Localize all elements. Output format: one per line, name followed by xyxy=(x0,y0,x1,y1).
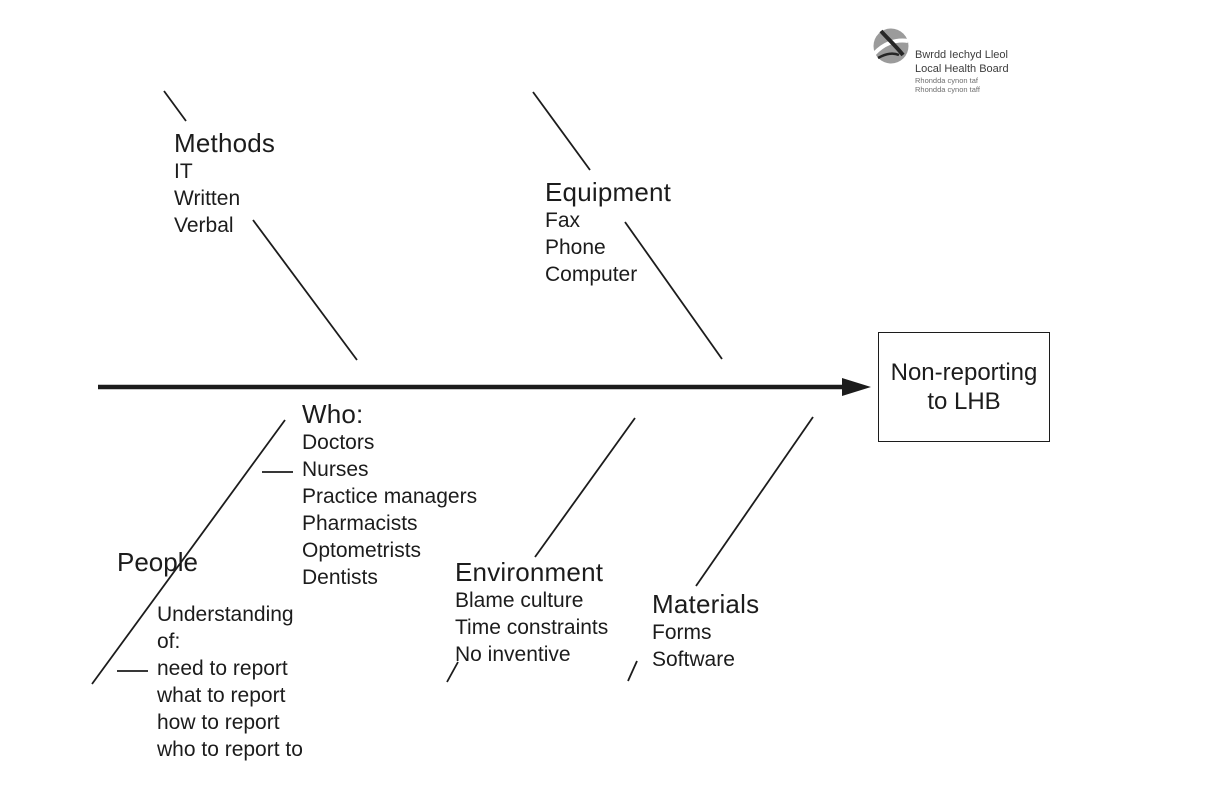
cause-item: Phone xyxy=(545,236,606,259)
cause-item: how to report xyxy=(157,711,280,734)
cause-item: Dentists xyxy=(302,566,378,589)
cause-item: Forms xyxy=(652,621,712,644)
cause-item: Pharmacists xyxy=(302,512,418,535)
cause-item: Optometrists xyxy=(302,539,422,562)
cause-item: Verbal xyxy=(174,214,234,237)
lhb-logo: Bwrdd Iechyd Lleol Local Health Board Rh… xyxy=(873,28,1009,94)
people-title: People xyxy=(117,547,198,577)
logo-name-welsh: Bwrdd Iechyd Lleol xyxy=(915,49,1008,61)
cause-item: what to report xyxy=(157,684,286,707)
people-subcauses: Understanding of: need to report what to… xyxy=(157,601,303,763)
cause-item: Doctors xyxy=(302,431,375,454)
cause-item: Understanding xyxy=(157,603,294,626)
cause-item: Written xyxy=(174,187,241,210)
cause-item: Practice managers xyxy=(302,485,478,508)
materials-title: Materials xyxy=(652,589,760,619)
environment-title: Environment xyxy=(455,557,604,587)
environment-branch-line xyxy=(534,417,636,558)
cause-item: Time constraints xyxy=(455,616,609,639)
cause-item: who to report to xyxy=(157,738,303,761)
environment-branch-tail-line xyxy=(446,661,459,683)
cause-item: No inventive xyxy=(455,643,571,666)
methods-branch-line-lower xyxy=(252,219,358,361)
people-items: Understanding of: need to report what to… xyxy=(157,601,303,763)
logo-subtitle-1: Rhondda cynon taf xyxy=(915,76,978,85)
who-items: Doctors Nurses Practice managers Pharmac… xyxy=(302,429,477,591)
materials-items: Forms Software xyxy=(652,619,759,673)
equipment-branch-line-lower xyxy=(624,221,723,360)
logo-subtitle-2: Rhondda cynon taff xyxy=(915,85,980,94)
effect-label-line2: to LHB xyxy=(927,388,1001,415)
spine-arrowhead-icon xyxy=(842,378,871,396)
effect-label-line1: Non-reporting xyxy=(890,359,1038,386)
who-title: Who: xyxy=(302,399,364,429)
materials-category: Materials Forms Software xyxy=(652,589,759,673)
materials-branch-line xyxy=(695,416,814,587)
cause-item: Fax xyxy=(545,209,581,232)
cause-item: Software xyxy=(652,648,735,671)
methods-category: Methods IT Written Verbal xyxy=(174,128,275,239)
cause-item: of: xyxy=(157,630,181,653)
equipment-title: Equipment xyxy=(545,177,672,207)
lhb-logo-text: Bwrdd Iechyd Lleol Local Health Board Rh… xyxy=(915,28,1009,94)
methods-items: IT Written Verbal xyxy=(174,158,275,239)
cause-item: Computer xyxy=(545,263,638,286)
materials-branch-tail-line xyxy=(627,660,638,682)
environment-items: Blame culture Time constraints No invent… xyxy=(455,587,608,668)
environment-category: Environment Blame culture Time constrain… xyxy=(455,557,608,668)
methods-title: Methods xyxy=(174,128,276,158)
methods-branch-line-upper xyxy=(163,90,187,122)
cause-item: Nurses xyxy=(302,458,369,481)
equipment-category: Equipment Fax Phone Computer xyxy=(545,177,671,288)
cause-item: IT xyxy=(174,160,193,183)
effect-box: Non-reporting to LHB xyxy=(878,332,1050,442)
equipment-items: Fax Phone Computer xyxy=(545,207,671,288)
swoosh-globe-icon xyxy=(873,28,909,64)
logo-name-english: Local Health Board xyxy=(915,62,1009,75)
who-category: Who: Doctors Nurses Practice managers Ph… xyxy=(302,399,477,591)
people-branch-line xyxy=(91,419,286,685)
equipment-branch-line-upper xyxy=(532,91,591,171)
cause-item: Blame culture xyxy=(455,589,584,612)
cause-item: need to report xyxy=(157,657,288,680)
